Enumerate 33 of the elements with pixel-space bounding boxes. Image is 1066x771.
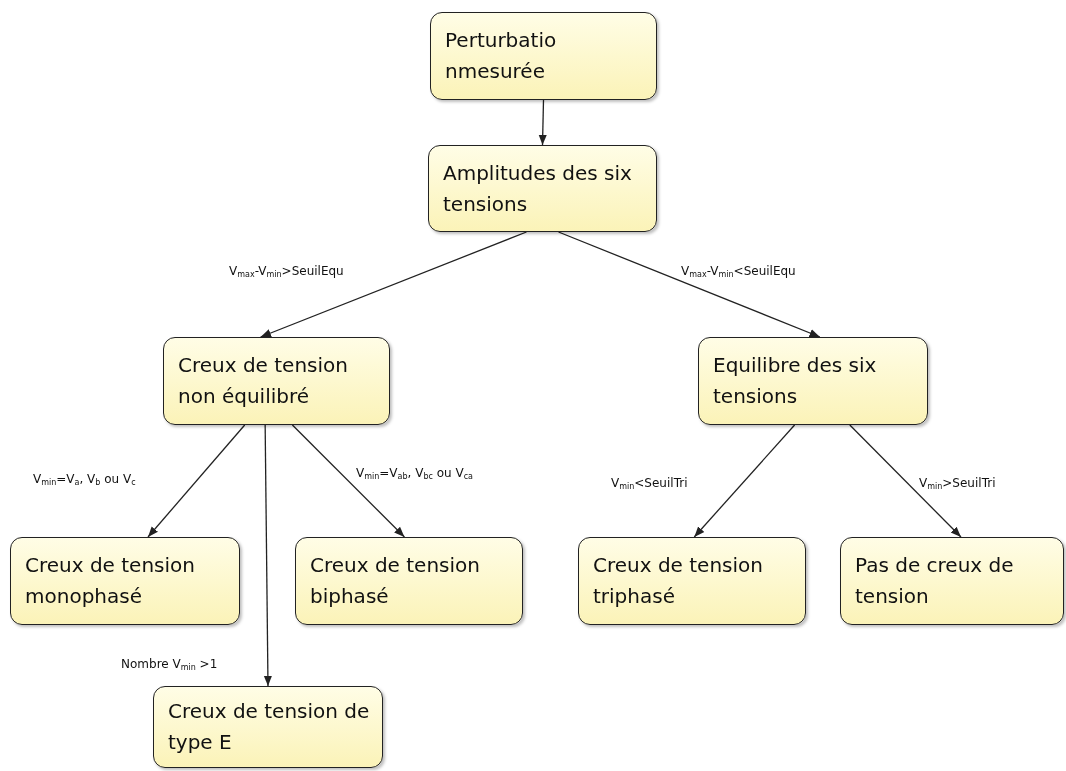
box-label: Creux de tension non équilibré (178, 352, 349, 410)
process-box (295, 537, 523, 625)
arrow (263, 424, 273, 687)
box-label: Equilibre des six tensions (713, 352, 878, 410)
process-box (163, 337, 390, 425)
arrow (849, 424, 962, 538)
arrow (538, 99, 547, 146)
box-label: Pas de creux de tension (855, 552, 1015, 610)
process-box (10, 537, 240, 625)
box-label: Perturbatio nmesurée (445, 27, 558, 85)
process-box (153, 686, 383, 768)
box-label: Creux de tension triphasé (593, 552, 764, 610)
box-label: Creux de tension biphasé (310, 552, 481, 610)
process-box (428, 145, 657, 232)
edge-label: V$_{min}$=V$_{ab}$, V$_{bc}$ ou V$_{ca}$ (355, 466, 474, 480)
arrow (291, 424, 406, 538)
edge-label: V$_{min}$=V$_{a}$, V$_{b}$ ou V$_{c}$ (32, 472, 137, 486)
box-label: Creux de tension monophasé (25, 552, 196, 610)
arrow (557, 231, 821, 338)
process-box (698, 337, 928, 425)
edge-label: V$_{max}$-V$_{min}$<SeuilEqu (680, 264, 797, 278)
edge-label: V$_{min}$<SeuilTri (610, 476, 689, 490)
edge-label: Nombre V$_{min}$ >1 (120, 657, 219, 671)
arrow (147, 424, 246, 538)
process-box (840, 537, 1064, 625)
box-label: Amplitudes des six tensions (443, 159, 633, 218)
edge-label: V$_{max}$-V$_{min}$>SeuilEqu (228, 264, 345, 278)
arrow (693, 424, 796, 538)
arrow (259, 231, 528, 338)
process-box (578, 537, 806, 625)
edge-label: V$_{min}$>SeuilTri (918, 476, 997, 490)
box-label: Creux de tension de type E (168, 698, 371, 756)
process-box (430, 12, 657, 100)
